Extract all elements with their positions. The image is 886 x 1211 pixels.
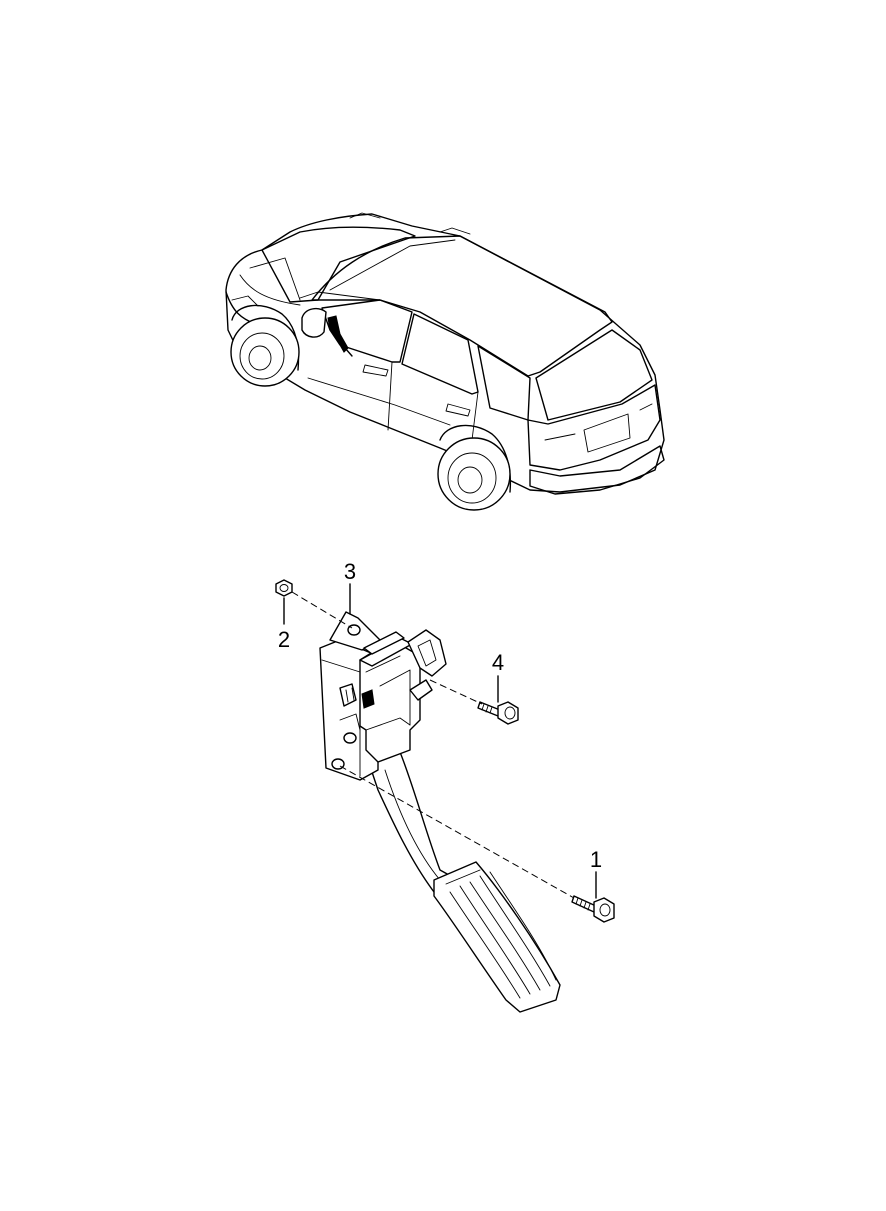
callout-4: 4 [492,650,504,675]
bolt-part-4 [477,701,519,725]
assembly-guide-lines [291,591,575,899]
bolt-part-1 [571,895,615,923]
nut-part-2 [275,579,293,597]
callout-leaders [283,583,597,899]
vehicle-illustration [225,212,665,511]
callout-1: 1 [590,847,602,872]
callout-2: 2 [278,627,290,652]
accelerator-pedal-assembly [319,611,561,1013]
callout-3: 3 [344,559,356,584]
